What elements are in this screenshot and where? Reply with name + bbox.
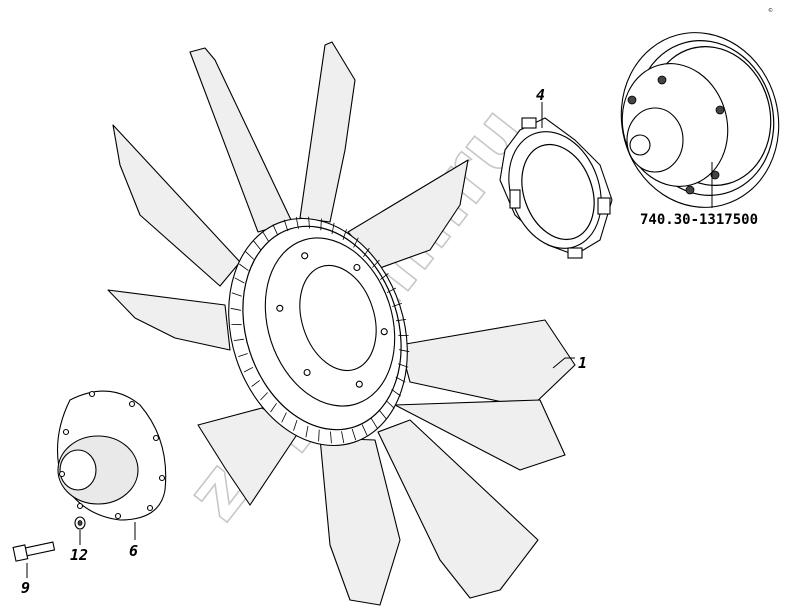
fan-shroud-fins <box>230 216 410 444</box>
clutch-bolt-3 <box>710 170 720 180</box>
clutch-bolt-4 <box>685 185 695 195</box>
mounting-ring-inner <box>521 143 595 241</box>
shroud-fin <box>293 419 298 431</box>
shroud-fin <box>331 222 335 235</box>
shroud-fin <box>378 409 387 420</box>
callout-label-cover: 6 <box>129 542 138 560</box>
fan-hub-bolt-holes <box>276 252 388 388</box>
callout-leader-fan <box>552 357 575 369</box>
hub-bolt-hole <box>353 263 361 272</box>
cover-bolt-hole <box>152 434 160 442</box>
cover-bolt-hole <box>146 504 154 512</box>
cover-group <box>56 390 167 521</box>
fan-blade-bottom-right <box>377 419 539 599</box>
shroud-fin <box>243 366 254 373</box>
clutch-hub <box>626 107 684 173</box>
shroud-fin <box>251 380 260 387</box>
cover-bolt-hole <box>88 390 96 398</box>
clutch-bolt-5 <box>715 105 725 115</box>
shroud-fin <box>238 353 248 357</box>
shroud-fin <box>305 425 309 438</box>
fan-blade-bottom <box>319 437 401 606</box>
shroud-fin <box>342 229 347 241</box>
cover-bolt-holes <box>58 390 166 520</box>
shroud-fin <box>239 263 249 271</box>
shroud-fin <box>392 303 402 307</box>
cover-bolt-hole <box>158 474 166 482</box>
callout-label-washer: 12 <box>70 546 88 564</box>
shroud-fin <box>308 216 310 229</box>
clutch-bolt-1 <box>657 75 667 85</box>
shroud-fin <box>230 307 241 311</box>
viscous-clutch-group <box>620 32 780 208</box>
corner-mark: © <box>768 7 773 14</box>
fan-blade-group <box>107 41 576 606</box>
fan-blade-left <box>107 289 231 351</box>
shroud-fin <box>341 431 345 444</box>
mounting-ring-group <box>499 117 613 259</box>
shroud-fin <box>231 292 242 297</box>
cover-bolt-hole <box>114 512 122 520</box>
shroud-fin <box>295 216 299 229</box>
ring-lug-top <box>521 117 537 129</box>
clutch-bolt-2 <box>627 95 637 105</box>
shroud-fin <box>234 277 245 284</box>
fan-shroud-inner-edge <box>242 225 402 431</box>
hub-bolt-hole <box>380 328 388 336</box>
shroud-fin <box>245 251 255 260</box>
fan-blade-top <box>299 41 356 223</box>
hub-bolt-hole <box>301 252 309 260</box>
shroud-fin <box>396 319 407 322</box>
hub-bolt-hole <box>276 304 284 312</box>
shroud-fin <box>399 349 410 353</box>
shroud-fin <box>253 240 262 251</box>
callout-label-bolt: 9 <box>21 579 30 597</box>
fan-blade-top-left <box>189 47 293 233</box>
shroud-fin <box>318 429 320 442</box>
bolt-shank <box>24 541 56 557</box>
shroud-fin <box>395 376 406 383</box>
shroud-fin <box>361 424 368 436</box>
shroud-fin <box>391 389 401 397</box>
washer-hole <box>77 520 83 526</box>
clutch-shaft <box>629 134 651 156</box>
callout-label-ring: 4 <box>536 86 545 104</box>
shroud-fin <box>353 237 359 248</box>
shroud-fin <box>330 431 332 444</box>
shroud-fin <box>260 392 268 401</box>
shroud-fin <box>363 247 370 258</box>
ring-lug-left <box>509 189 521 209</box>
fan-blade-right <box>399 319 576 409</box>
fan-hub-center-bore <box>299 264 377 372</box>
cover-dome-top <box>59 449 97 491</box>
shroud-fin <box>320 218 322 231</box>
hub-bolt-hole <box>303 368 311 377</box>
shroud-fin <box>398 363 409 368</box>
fan-blade-right-lower <box>394 399 566 471</box>
shroud-fin <box>283 219 289 232</box>
shroud-fin <box>386 287 397 294</box>
hub-bolt-hole <box>355 380 363 388</box>
callout-label-fan: 1 <box>578 354 587 372</box>
shroud-fin <box>370 418 378 429</box>
ring-lug-right <box>597 197 611 215</box>
assembly-part-number: 740.30-1317500 <box>640 212 758 228</box>
bolt-part <box>12 541 56 562</box>
shroud-fin <box>351 428 357 441</box>
shroud-fin <box>385 400 395 409</box>
cover-bolt-hole <box>76 502 84 510</box>
ring-lug-bottom <box>567 247 583 259</box>
shroud-fin <box>233 338 244 341</box>
cover-bolt-hole <box>58 470 66 478</box>
shroud-fin <box>372 259 380 268</box>
shroud-fin <box>270 402 277 413</box>
shroud-fin <box>262 231 270 242</box>
shroud-fin <box>272 224 279 236</box>
fan-blade-left-upper <box>112 124 241 287</box>
shroud-fin <box>380 273 389 280</box>
cover-bolt-hole <box>128 400 136 408</box>
cover-bolt-hole <box>62 428 70 436</box>
shroud-fin <box>281 412 287 423</box>
